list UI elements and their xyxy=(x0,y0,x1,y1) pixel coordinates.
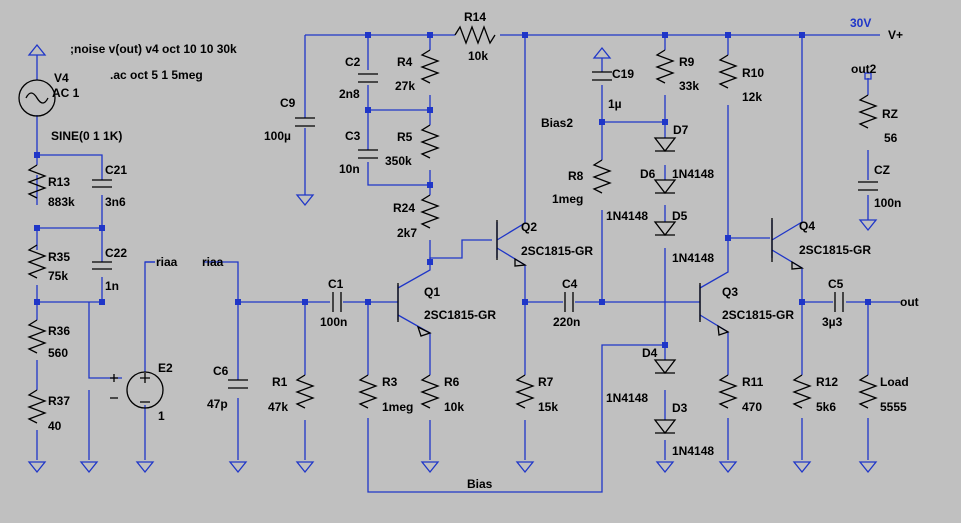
cz-name: CZ xyxy=(874,163,890,177)
c1-value: 100n xyxy=(320,315,347,329)
r10-name: R10 xyxy=(742,66,764,80)
r8-name: R8 xyxy=(568,169,584,183)
r4-name: R4 xyxy=(397,55,413,69)
c2-value: 2n8 xyxy=(339,87,360,101)
c19-name: C19 xyxy=(612,67,634,81)
r6-value: 10k xyxy=(444,400,464,414)
r11-value: 470 xyxy=(742,400,762,414)
r6-name: R6 xyxy=(444,375,460,389)
r36-name: R36 xyxy=(48,324,70,338)
r7-value: 15k xyxy=(538,400,558,414)
e2-name: E2 xyxy=(158,361,173,375)
c6-name: C6 xyxy=(213,364,229,378)
bias2-label: Bias2 xyxy=(541,116,573,130)
r24-value: 2k7 xyxy=(397,226,417,240)
rz-value: 56 xyxy=(884,131,898,145)
d5-name: D5 xyxy=(672,209,688,223)
out2-label: out2 xyxy=(851,62,877,76)
r36-value: 560 xyxy=(48,346,68,360)
q4-name: Q4 xyxy=(799,219,815,233)
d5-value-left: 1N4148 xyxy=(606,209,648,223)
q3-name: Q3 xyxy=(722,285,738,299)
q4-value: 2SC1815-GR xyxy=(799,243,871,257)
c9-name: C9 xyxy=(280,96,296,110)
r24-name: R24 xyxy=(393,201,415,215)
c4-value: 220n xyxy=(553,315,580,329)
q1-name: Q1 xyxy=(424,285,440,299)
r12-name: R12 xyxy=(816,375,838,389)
out-label: out xyxy=(900,295,919,309)
c1-name: C1 xyxy=(328,277,344,291)
r13-value: 883k xyxy=(48,195,75,209)
r5-value: 350k xyxy=(385,154,412,168)
d3-name: D3 xyxy=(672,401,688,415)
c4-name: C4 xyxy=(562,277,578,291)
d3-value-left: 1N4148 xyxy=(606,391,648,405)
d5-value-right: 1N4148 xyxy=(672,251,714,265)
r9-name: R9 xyxy=(679,55,695,69)
d7-name: D7 xyxy=(673,123,689,137)
r35-name: R35 xyxy=(48,250,70,264)
c2-name: C2 xyxy=(345,55,361,69)
junctions xyxy=(34,32,871,348)
d4-name: D4 xyxy=(642,346,658,360)
r4-value: 27k xyxy=(395,79,415,93)
r5-name: R5 xyxy=(397,130,413,144)
supply-label: V+ xyxy=(888,28,903,42)
c21-value: 3n6 xyxy=(105,195,126,209)
r35-value: 75k xyxy=(48,269,68,283)
r9-value: 33k xyxy=(679,79,699,93)
r37-name: R37 xyxy=(48,394,70,408)
ground-symbols xyxy=(27,43,878,474)
components xyxy=(18,25,878,435)
c22-name: C22 xyxy=(105,246,127,260)
v4-name: V4 xyxy=(54,71,69,85)
v4-sine: SINE(0 1 1K) xyxy=(51,129,122,143)
c22-value: 1n xyxy=(105,279,119,293)
annotations: ;noise v(out) v4 oct 10 10 30k .ac oct 5… xyxy=(48,10,919,491)
bias-label: Bias xyxy=(467,477,493,491)
q2-name: Q2 xyxy=(521,220,537,234)
e2-value: 1 xyxy=(158,409,165,423)
c21-name: C21 xyxy=(105,163,127,177)
c9-value: 100µ xyxy=(264,129,291,143)
d6-value: 1N4148 xyxy=(672,167,714,181)
q3-value: 2SC1815-GR xyxy=(722,308,794,322)
c6-value: 47p xyxy=(207,397,228,411)
q2-value: 2SC1815-GR xyxy=(521,244,593,258)
riaa-label-right: riaa xyxy=(202,255,224,269)
rz-name: RZ xyxy=(882,107,898,121)
r11-name: R11 xyxy=(742,375,764,389)
r3-name: R3 xyxy=(382,375,398,389)
c3-value: 10n xyxy=(339,162,360,176)
supply-value: 30V xyxy=(850,16,871,30)
r1-name: R1 xyxy=(272,375,288,389)
c19-value: 1µ xyxy=(608,97,622,111)
d3-value-right: 1N4148 xyxy=(672,444,714,458)
r1-value: 47k xyxy=(268,400,288,414)
d6-name: D6 xyxy=(640,167,656,181)
r37-value: 40 xyxy=(48,419,62,433)
r12-value: 5k6 xyxy=(816,400,836,414)
r14-value: 10k xyxy=(468,49,488,63)
v4-ac: AC 1 xyxy=(52,86,80,100)
c5-name: C5 xyxy=(828,277,844,291)
r7-name: R7 xyxy=(538,375,554,389)
q1-value: 2SC1815-GR xyxy=(424,308,496,322)
noise-directive: ;noise v(out) v4 oct 10 10 30k xyxy=(70,42,237,56)
load-value: 5555 xyxy=(880,400,907,414)
c5-value: 3µ3 xyxy=(822,315,843,329)
r10-value: 12k xyxy=(742,90,762,104)
r3-value: 1meg xyxy=(382,400,413,414)
r8-value: 1meg xyxy=(552,192,583,206)
r13-name: R13 xyxy=(48,175,70,189)
c3-name: C3 xyxy=(345,129,361,143)
load-name: Load xyxy=(880,375,909,389)
cz-value: 100n xyxy=(874,196,901,210)
riaa-label-left: riaa xyxy=(156,255,178,269)
r14-name: R14 xyxy=(464,10,486,24)
ac-directive: .ac oct 5 1 5meg xyxy=(110,68,203,82)
